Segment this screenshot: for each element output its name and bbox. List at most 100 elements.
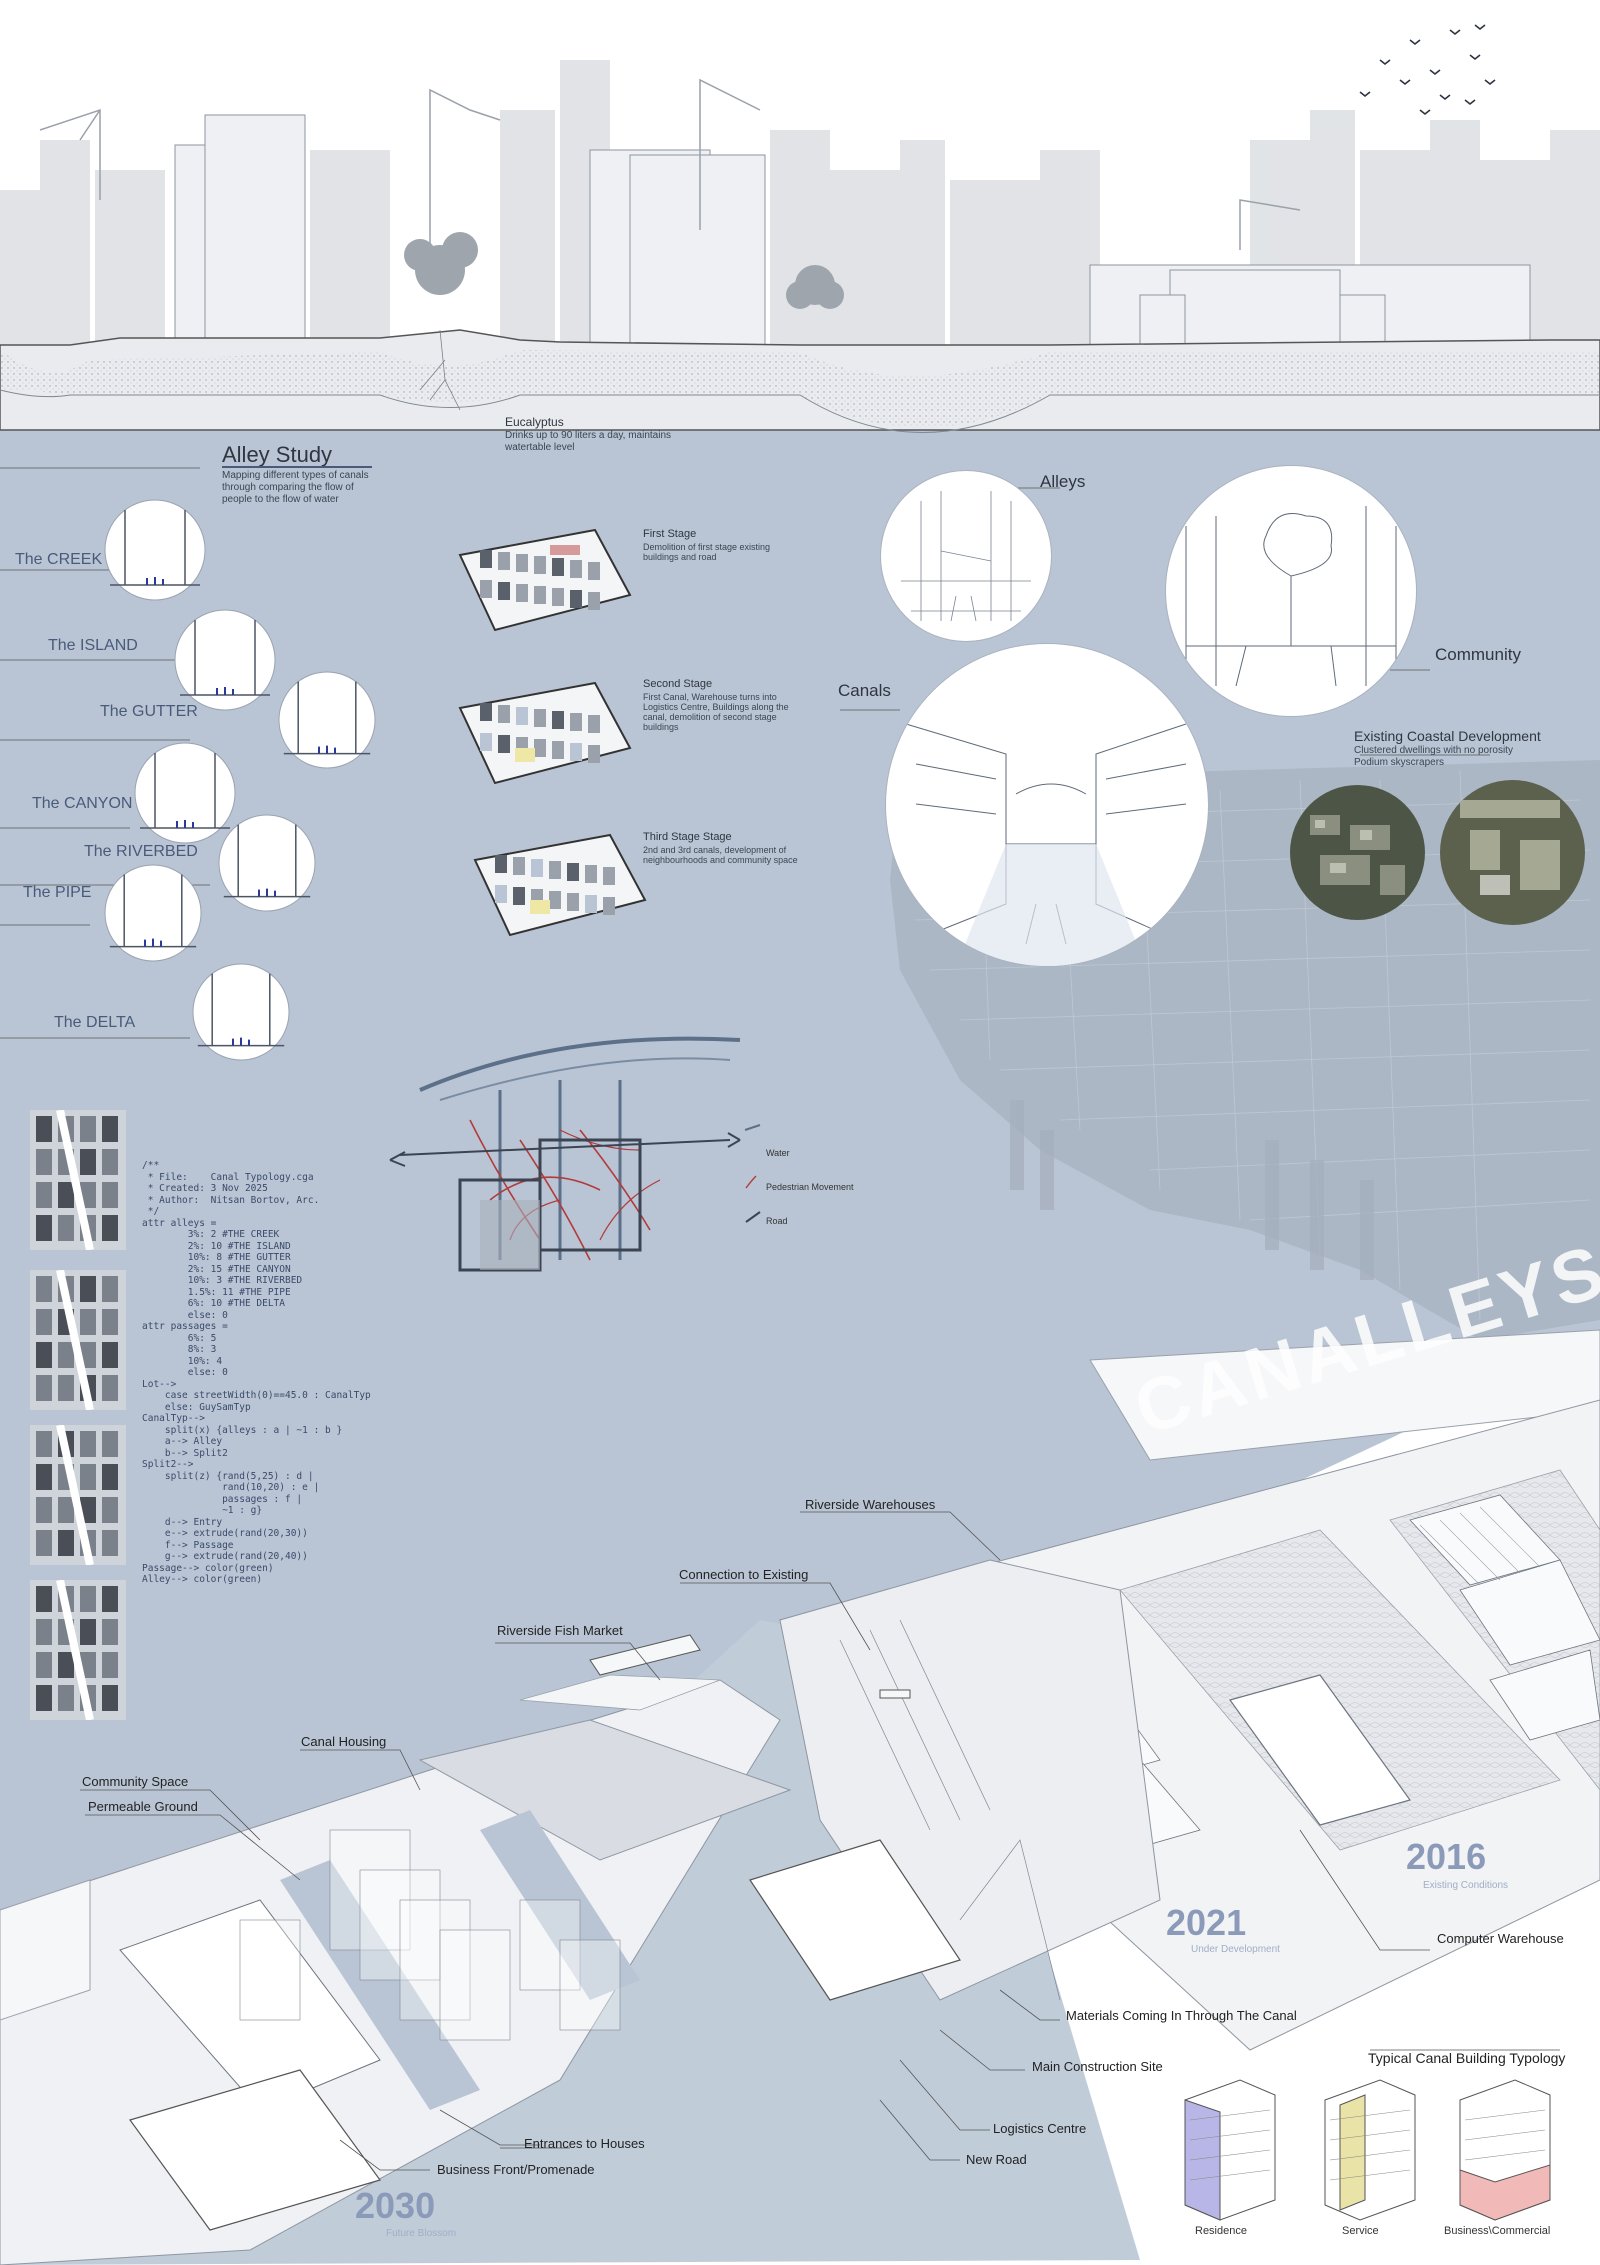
code-line: g--> extrude(rand(20,40)) (142, 1551, 308, 1562)
label-new-road: New Road (966, 2152, 1027, 2167)
alley-study-description: Mapping different types of canals throug… (222, 470, 369, 505)
label-entrances: Entrances to Houses (524, 2136, 645, 2151)
sketch-alleys (880, 470, 1052, 642)
typology-section-6 (192, 963, 290, 1061)
stage-plan-1 (458, 528, 632, 632)
label-permeable-ground: Permeable Ground (88, 1799, 198, 1814)
code-line: rand(10,20) : e | (142, 1482, 320, 1493)
label-logistics: Logistics Centre (993, 2121, 1087, 2136)
stage-1-description: Demolition of first stage existing build… (643, 542, 771, 562)
label-alleys: Alleys (1040, 472, 1086, 491)
code-line: 6%: 10 #THE DELTA (142, 1298, 285, 1309)
code-line: 10%: 8 #THE GUTTER (142, 1252, 291, 1263)
code-line: e--> extrude(rand(20,30)) (142, 1528, 308, 1539)
legend-water: Water (766, 1148, 790, 1158)
label-fish-market: Riverside Fish Market (497, 1623, 623, 1638)
stage-plan-3 (473, 833, 647, 937)
code-line: */ (142, 1206, 160, 1217)
typology-section-0 (104, 499, 206, 601)
code-line: ~1 : g} (142, 1505, 263, 1516)
typology-label-canyon: The CANYON (32, 795, 133, 812)
typology-section-1 (174, 609, 276, 711)
sketch-canals (885, 643, 1209, 967)
typology-section-3 (134, 742, 236, 844)
code-line: 1.5%: 11 #THE PIPE (142, 1286, 291, 1298)
code-line: 2%: 10 #THE ISLAND (142, 1240, 291, 1252)
code-line: else: 0 (142, 1309, 228, 1321)
typology-label-gutter: The GUTTER (100, 703, 198, 720)
code-line: Lot--> (142, 1378, 177, 1390)
label-canal-housing: Canal Housing (301, 1734, 387, 1749)
code-line: Alley--> color(green) (142, 1574, 263, 1585)
code-line: Split2--> (142, 1459, 194, 1470)
typology-label-delta: The DELTA (54, 1014, 136, 1031)
year-2021-subtitle: Under Development (1191, 1944, 1280, 1955)
code-line: f--> Passage (142, 1539, 234, 1551)
label-construction-site: Main Construction Site (1032, 2059, 1163, 2074)
label-materials: Materials Coming In Through The Canal (1066, 2008, 1297, 2023)
code-line: * Created: 3 Nov 2025 (142, 1183, 268, 1194)
code-line: attr alleys = (142, 1217, 217, 1229)
code-line: 8%: 3 (142, 1344, 217, 1355)
code-line: split(z) {rand(5,25) : d | (142, 1470, 314, 1482)
alley-study-title: Alley Study (222, 442, 333, 467)
building-typology-title: Typical Canal Building Typology (1368, 2050, 1566, 2066)
label-community-space: Community Space (82, 1774, 189, 1789)
figure-ground-plan-2 (30, 1270, 126, 1410)
stage-1-title: First Stage (643, 528, 697, 540)
typology-label-creek: The CREEK (15, 551, 103, 568)
year-2016-subtitle: Existing Conditions (1423, 1880, 1509, 1891)
year-2016: 2016 (1406, 1836, 1487, 1877)
stage-2-description: First Canal, Warehouse turns into Logist… (643, 692, 789, 732)
eucalyptus-description: Drinks up to 90 liters a day, maintains … (505, 430, 672, 453)
stage-plan-2 (458, 681, 632, 785)
code-line: split(x) {alleys : a | ~1 : b } (142, 1424, 343, 1436)
code-line: else: 0 (142, 1367, 228, 1378)
legend-pedestrian: Pedestrian Movement (766, 1182, 854, 1192)
code-line: * Author: Nitsan Bortov, Arc. (142, 1194, 320, 1206)
label-community: Community (1435, 645, 1521, 664)
label-canals: Canals (838, 681, 891, 700)
stage-2-title: Second Stage (643, 678, 713, 690)
eucalyptus-title: Eucalyptus (505, 415, 564, 429)
aerial-photo-1 (1290, 785, 1425, 920)
year-2030: 2030 (355, 2185, 436, 2226)
code-line: 10%: 3 #THE RIVERBED (142, 1275, 303, 1286)
label-computer-warehouse: Computer Warehouse (1437, 1931, 1564, 1946)
code-line: else: GuySamTyp (142, 1401, 251, 1413)
stage-3-description: 2nd and 3rd canals, development of neigh… (643, 845, 798, 865)
code-line: b--> Split2 (142, 1447, 228, 1459)
code-line: a--> Alley (142, 1436, 223, 1447)
code-line: d--> Entry (142, 1516, 223, 1528)
code-line: CanalTyp--> (142, 1413, 205, 1424)
figure-ground-plan-4 (30, 1580, 126, 1720)
typology-label-riverbed: The RIVERBED (84, 843, 198, 860)
typology-residence: Residence (1195, 2225, 1247, 2237)
typology-section-2 (278, 671, 376, 769)
typology-commercial: Business\Commercial (1444, 2225, 1551, 2237)
label-connection: Connection to Existing (679, 1567, 809, 1582)
figure-ground-plan-1 (30, 1110, 126, 1250)
coastal-description: Clustered dwellings with no porosity Pod… (1354, 745, 1513, 768)
aerial-photo-2 (1440, 780, 1585, 925)
code-line: Passage--> color(green) (142, 1562, 274, 1574)
legend-road: Road (766, 1216, 788, 1226)
title-underline (222, 466, 372, 468)
code-line: attr passages = (142, 1321, 228, 1332)
year-2030-subtitle: Future Blossom (386, 2228, 457, 2239)
code-line: 6%: 5 (142, 1332, 217, 1344)
year-2021: 2021 (1166, 1902, 1247, 1943)
coastal-title: Existing Coastal Development (1354, 728, 1541, 744)
code-line: 2%: 15 #THE CANYON (142, 1263, 291, 1275)
typology-label-island: The ISLAND (48, 637, 138, 654)
sketch-community (1165, 465, 1417, 717)
code-line: * File: Canal Typology.cga (142, 1171, 314, 1183)
code-line: 3%: 2 #THE CREEK (142, 1229, 280, 1240)
typology-service: Service (1342, 2225, 1379, 2237)
code-line: /** (142, 1160, 160, 1171)
stage-3-title: Third Stage Stage (643, 831, 732, 843)
code-line: 10%: 4 (142, 1355, 223, 1367)
cga-code-block: /** * File: Canal Typology.cga * Created… (142, 1160, 382, 1720)
